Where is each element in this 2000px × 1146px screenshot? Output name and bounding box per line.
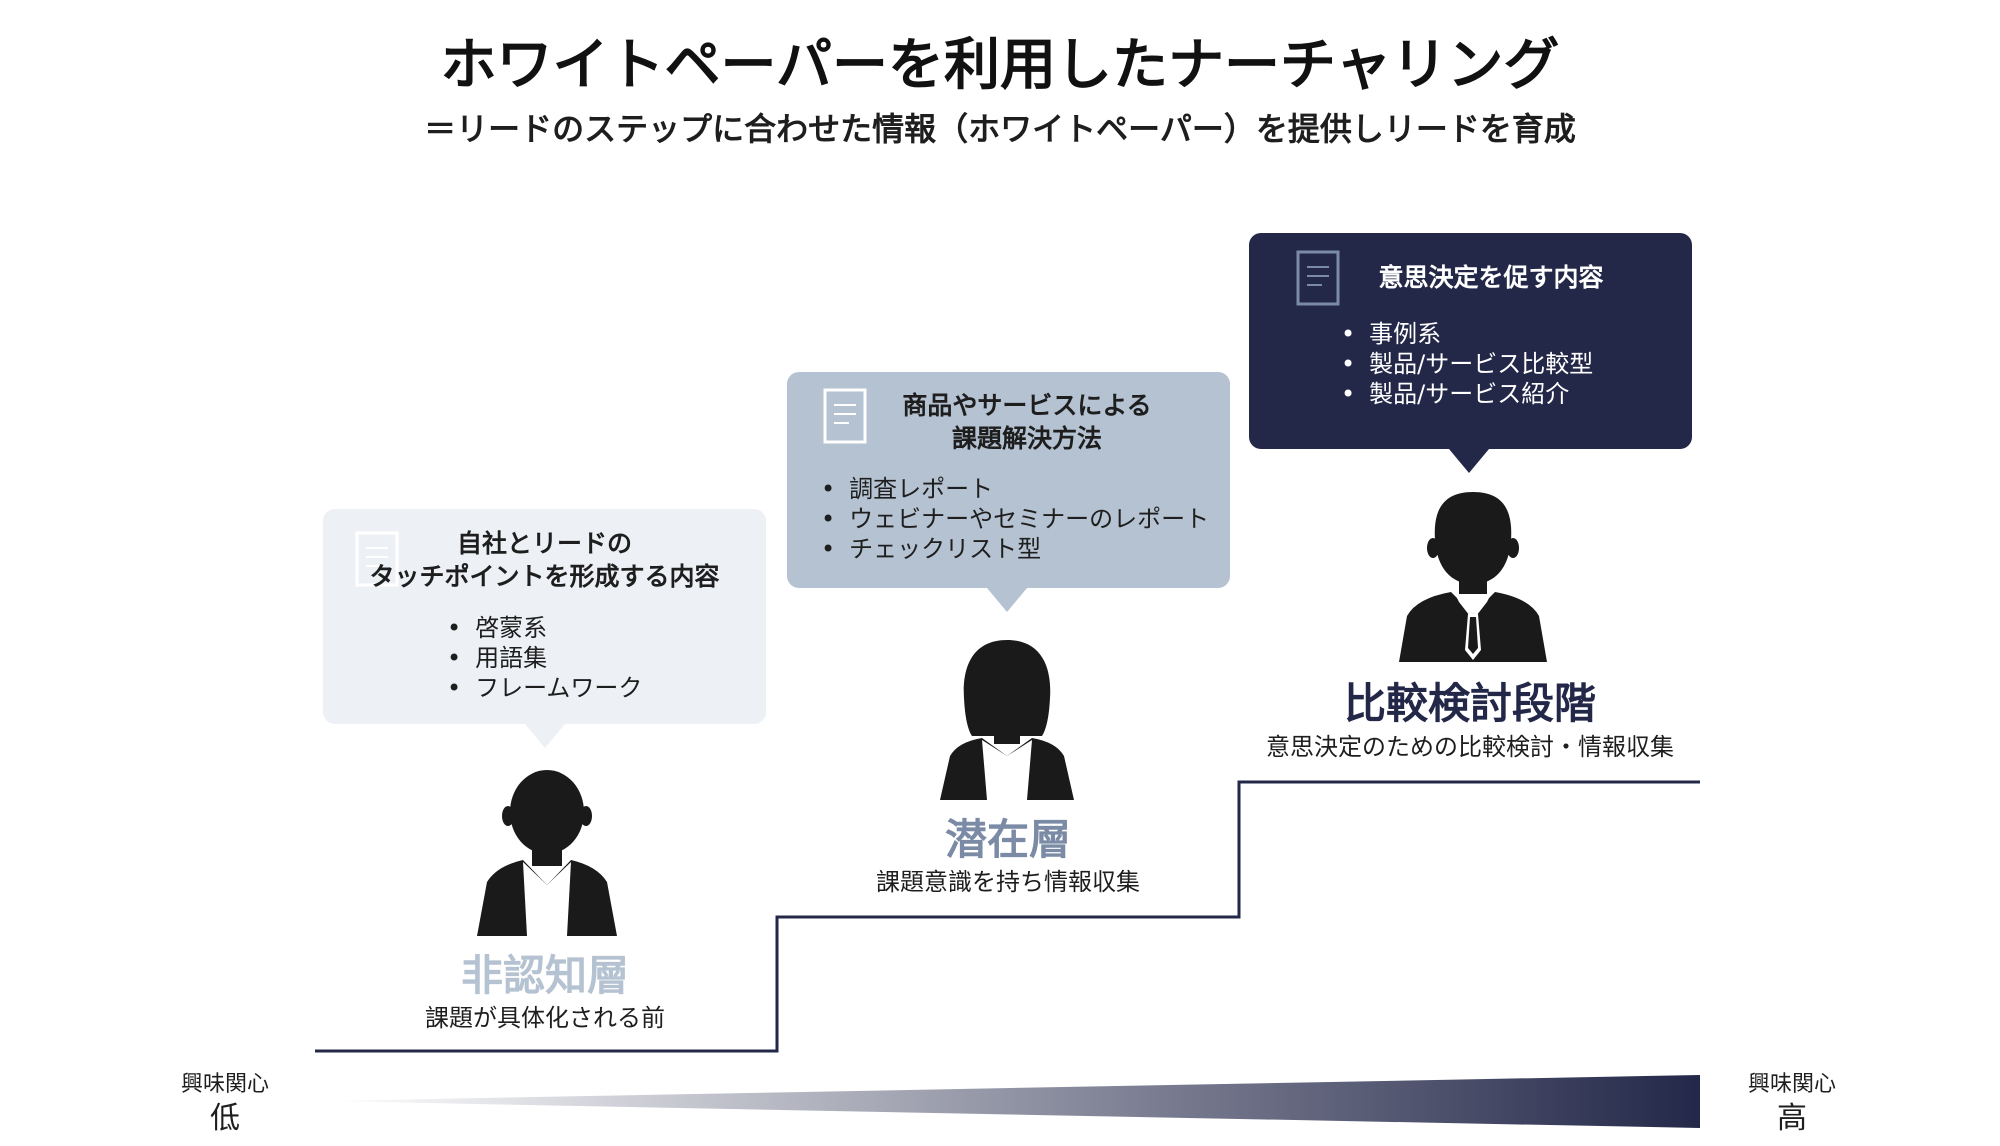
person-icon	[940, 640, 1074, 800]
list-item: 事例系	[1341, 319, 1593, 349]
stage-name-latent: 潜在層	[944, 815, 1071, 864]
list-item: フレームワーク	[447, 673, 642, 703]
stage-description-comparison: 意思決定のための比較検討・情報収集	[1266, 733, 1674, 761]
stage-name-comparison: 比較検討段階	[1343, 679, 1596, 728]
businessman-icon	[1399, 492, 1547, 662]
list-item: 啓蒙系	[447, 613, 642, 643]
stage-description-unaware: 課題が具体化される前	[425, 1004, 665, 1032]
bubble-tail	[987, 588, 1027, 612]
document-icon	[1296, 250, 1340, 306]
list-item: 製品/サービス紹介	[1341, 379, 1593, 409]
bubble-stage-2: 商品やサービスによる 課題解決方法 調査レポート ウェビナーやセミナーのレポート…	[787, 372, 1230, 612]
document-icon	[355, 531, 399, 587]
bubble-heading-line: 自社とリードの	[456, 529, 632, 558]
person-icon	[477, 770, 617, 936]
axis-right-level: 高	[1777, 1101, 1807, 1136]
staircase-line	[315, 780, 1700, 1053]
axis-left-level: 低	[210, 1101, 240, 1136]
bubble-item-list: 調査レポート ウェビナーやセミナーのレポート チェックリスト型	[821, 474, 1209, 564]
bubble-heading-line: 商品やサービスによる	[902, 391, 1152, 420]
bubble-stage-3: 意思決定を促す内容 事例系 製品/サービス比較型 製品/サービス紹介	[1249, 233, 1692, 473]
bubble-heading-line: 意思決定を促す内容	[1378, 263, 1604, 292]
bubble-tail	[1449, 449, 1489, 473]
document-icon	[823, 388, 867, 444]
bubble-heading: 意思決定を促す内容	[1361, 261, 1621, 294]
stage-description-latent: 課題意識を持ち情報収集	[876, 868, 1140, 896]
page-title: ホワイトペーパーを利用したナーチャリング	[440, 33, 1560, 98]
list-item: 調査レポート	[821, 474, 1209, 504]
bubble-heading-line: 課題解決方法	[951, 424, 1102, 453]
bubble-heading: 商品やサービスによる 課題解決方法	[867, 389, 1187, 455]
list-item: 用語集	[447, 643, 642, 673]
bubble-tail	[525, 724, 565, 748]
list-item: ウェビナーやセミナーのレポート	[821, 504, 1209, 534]
bubble-stage-1: 自社とリードの タッチポイントを形成する内容 啓蒙系 用語集 フレームワーク	[323, 509, 766, 748]
stage-name-unaware: 非認知層	[460, 951, 629, 1000]
list-item: 製品/サービス比較型	[1341, 349, 1593, 379]
bubble-heading-line: タッチポイントを形成する内容	[369, 562, 720, 591]
list-item: チェックリスト型	[821, 534, 1209, 564]
axis-right-label: 興味関心	[1747, 1072, 1836, 1097]
bubble-heading: 自社とリードの タッチポイントを形成する内容	[323, 527, 766, 593]
axis-left-label: 興味関心	[180, 1072, 269, 1097]
interest-gradient-wedge	[325, 1075, 1700, 1128]
bubble-item-list: 啓蒙系 用語集 フレームワーク	[447, 613, 642, 703]
bubble-item-list: 事例系 製品/サービス比較型 製品/サービス紹介	[1341, 319, 1593, 409]
page-subtitle: ＝リードのステップに合わせた情報（ホワイトペーパー）を提供しリードを育成	[424, 110, 1576, 148]
